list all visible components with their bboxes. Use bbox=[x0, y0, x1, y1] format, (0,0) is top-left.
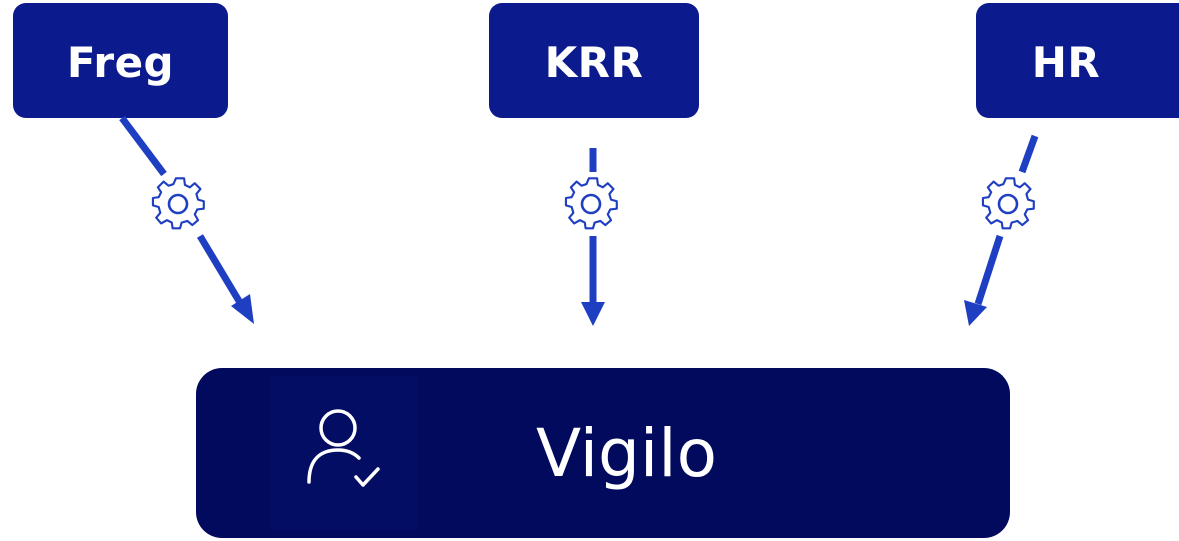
gear-icon bbox=[151, 177, 206, 230]
source-box-krr: KRR bbox=[489, 3, 699, 118]
source-label-krr: KRR bbox=[544, 38, 644, 87]
target-box-vigilo: Vigilo bbox=[196, 368, 1010, 538]
user-check-icon bbox=[307, 409, 380, 487]
connector-hr bbox=[964, 134, 1039, 326]
connector-line-hr-bottom bbox=[974, 234, 1004, 306]
connector-line-hr-top bbox=[1018, 134, 1039, 174]
gear-icon bbox=[564, 177, 619, 230]
arrowhead-hr bbox=[964, 300, 987, 326]
connector-freg bbox=[119, 115, 254, 324]
source-label-freg: Freg bbox=[66, 38, 175, 87]
source-label-hr: HR bbox=[1031, 38, 1101, 87]
connector-krr bbox=[564, 148, 619, 326]
arrowhead-krr bbox=[581, 302, 605, 326]
target-label: Vigilo bbox=[536, 414, 717, 492]
connector-line-freg-top bbox=[119, 115, 167, 177]
gear-icon bbox=[981, 177, 1036, 230]
connector-line-freg-bottom bbox=[196, 234, 246, 308]
target-icon-panel bbox=[270, 376, 418, 530]
source-box-freg: Freg bbox=[13, 3, 228, 118]
arrowhead-freg bbox=[231, 294, 254, 324]
source-box-hr: HR bbox=[976, 3, 1179, 118]
